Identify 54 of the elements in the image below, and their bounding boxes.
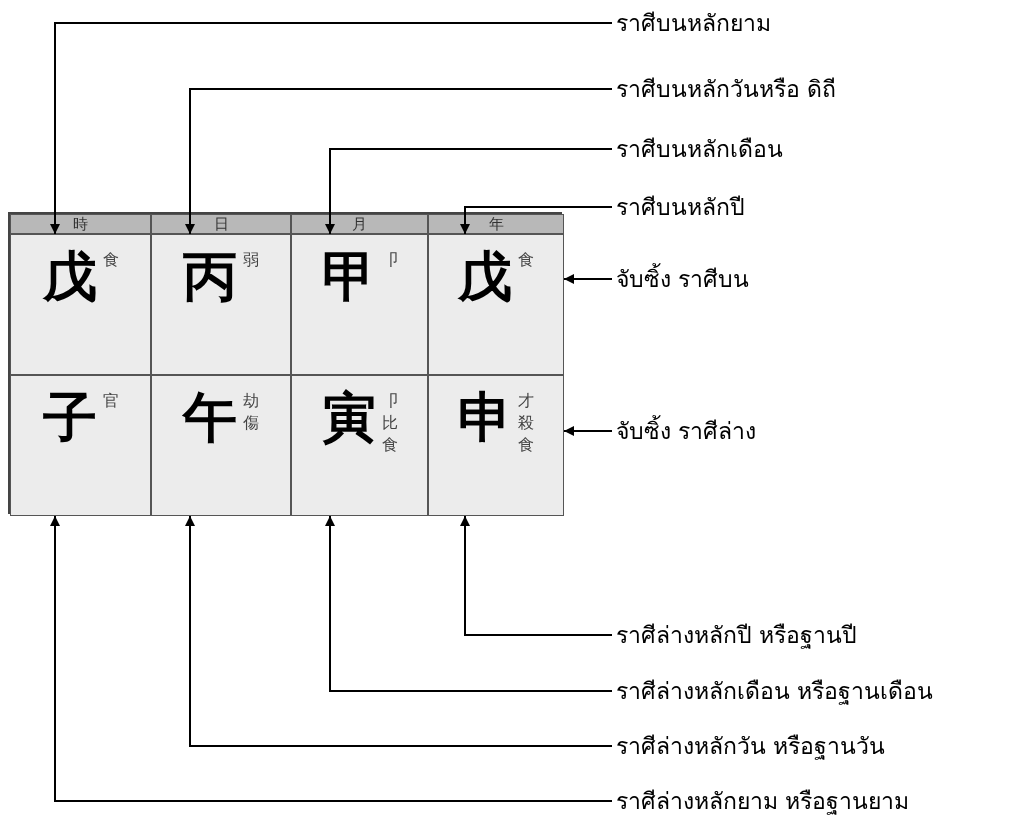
callout-text: จับซิ้ง ราศีล่าง	[612, 416, 757, 446]
callout-text: ราศีล่างหลักยาม หรือฐานยาม	[612, 786, 910, 816]
table-cell	[291, 375, 428, 516]
annotation-character: 傷	[243, 412, 259, 434]
main-character: 申	[458, 388, 512, 448]
main-character: 子	[42, 388, 97, 448]
annotation-character: 弱	[243, 249, 259, 271]
annotation-character: 卩	[381, 249, 398, 271]
table-cell	[291, 234, 428, 375]
annotation-character: 官	[102, 390, 119, 412]
annotation-character: 食	[518, 434, 534, 456]
callout-text: ราศีล่างหลักปี หรือฐานปี	[612, 620, 858, 650]
main-character: 戊	[458, 247, 512, 307]
main-character: 寅	[321, 388, 376, 448]
callout-text: ราศีบนหลักเดือน	[612, 134, 783, 164]
annotation-character: 劫	[243, 390, 259, 412]
annotation-character: 食	[381, 434, 398, 456]
leader-arrow	[50, 515, 613, 802]
leader-arrow	[185, 515, 613, 747]
leader-arrow	[50, 22, 613, 235]
column-header: 日	[151, 214, 291, 234]
callout-text: ราศีล่างหลักเดือน หรือฐานเดือน	[612, 676, 934, 706]
main-character: 丙	[183, 247, 237, 307]
table-cell	[151, 234, 291, 375]
callout-text: ราศีล่างหลักวัน หรือฐานวัน	[612, 731, 886, 761]
callout-text: ราศีบนหลักปี	[612, 192, 745, 222]
annotation-character: 卩	[381, 390, 398, 412]
table-cell	[10, 375, 151, 516]
leader-arrow	[460, 206, 613, 235]
leader-arrow	[563, 426, 613, 436]
main-character: 甲	[321, 247, 376, 307]
annotation-character: 才	[518, 390, 534, 412]
table-frame	[8, 212, 562, 514]
main-character: 午	[183, 388, 237, 448]
annotation-character: 殺	[518, 412, 534, 434]
main-character: 戊	[42, 247, 97, 307]
annotation-character: 比	[381, 412, 398, 434]
callout-text: จับซิ้ง ราศีบน	[612, 264, 750, 294]
callout-text: ราศีบนหลักวันหรือ ดิถี	[612, 74, 837, 104]
table-cell	[428, 375, 564, 516]
annotation-character: 食	[518, 249, 534, 271]
leader-arrow	[325, 515, 613, 692]
annotation-character: 食	[102, 249, 119, 271]
leader-arrow	[563, 274, 613, 284]
leader-arrow	[185, 88, 613, 235]
callout-text: ราศีบนหลักยาม	[612, 8, 771, 38]
column-header: 年	[428, 214, 564, 234]
column-header: 月	[291, 214, 428, 234]
leader-arrow	[325, 148, 613, 235]
table-cell	[10, 234, 151, 375]
leader-arrow	[460, 515, 613, 636]
table-cell	[151, 375, 291, 516]
column-header: 時	[10, 214, 151, 234]
table-cell	[428, 234, 564, 375]
